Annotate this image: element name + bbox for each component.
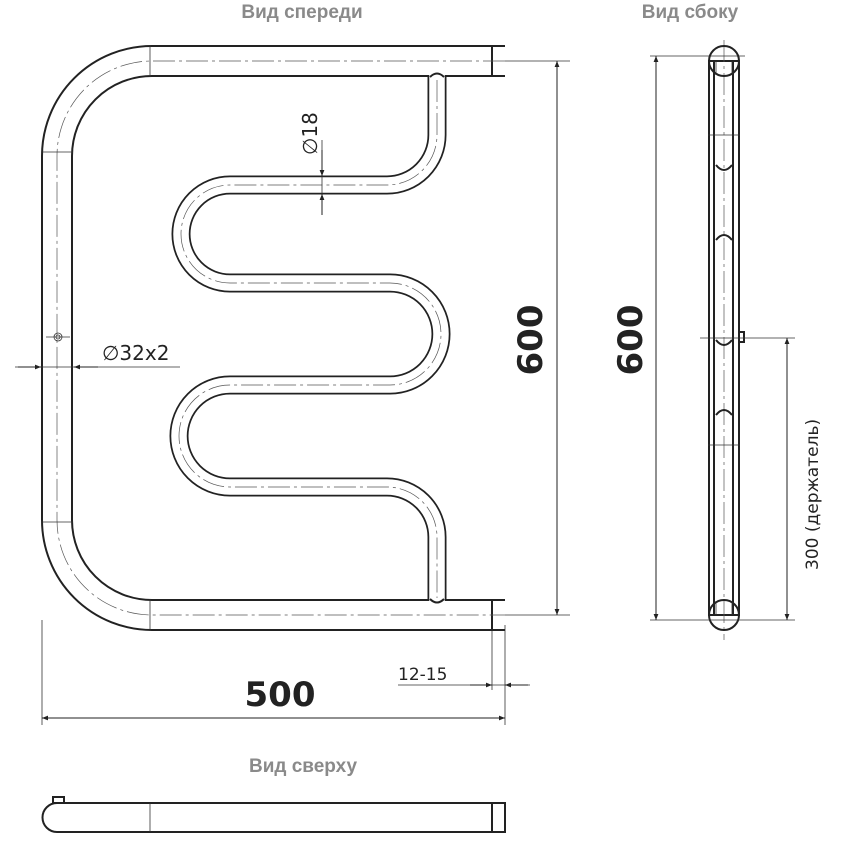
holder-mark [46,332,70,342]
front-height-label: 600 [511,305,551,376]
dimension-side-height: 600 [611,55,795,621]
offset-label: 12-15 [398,665,447,685]
side-height-label: 600 [611,305,651,376]
dimension-holder: 300 (держатель) [700,337,823,620]
front-view [41,45,505,631]
dimension-coil-pipe: ∅18 [298,112,325,215]
width-label: 500 [245,675,316,715]
top-view [41,796,506,833]
dimension-width: 500 [41,620,506,725]
top-view-title: Вид сверху [249,756,357,777]
holder-top [52,796,65,804]
holder [738,331,745,343]
main-pipe-label: ∅32x2 [102,341,169,365]
front-view-title: Вид спереди [241,2,362,23]
dimension-front-height: 600 [505,60,570,616]
side-view-title: Вид сбоку [642,2,739,23]
holder-height-label: 300 (держатель) [803,419,823,570]
dimension-offset: 12-15 [398,665,530,688]
side-view [708,40,745,640]
dimension-main-pipe: ∅32x2 [15,341,180,370]
coil-pipe-label: ∅18 [298,112,322,155]
